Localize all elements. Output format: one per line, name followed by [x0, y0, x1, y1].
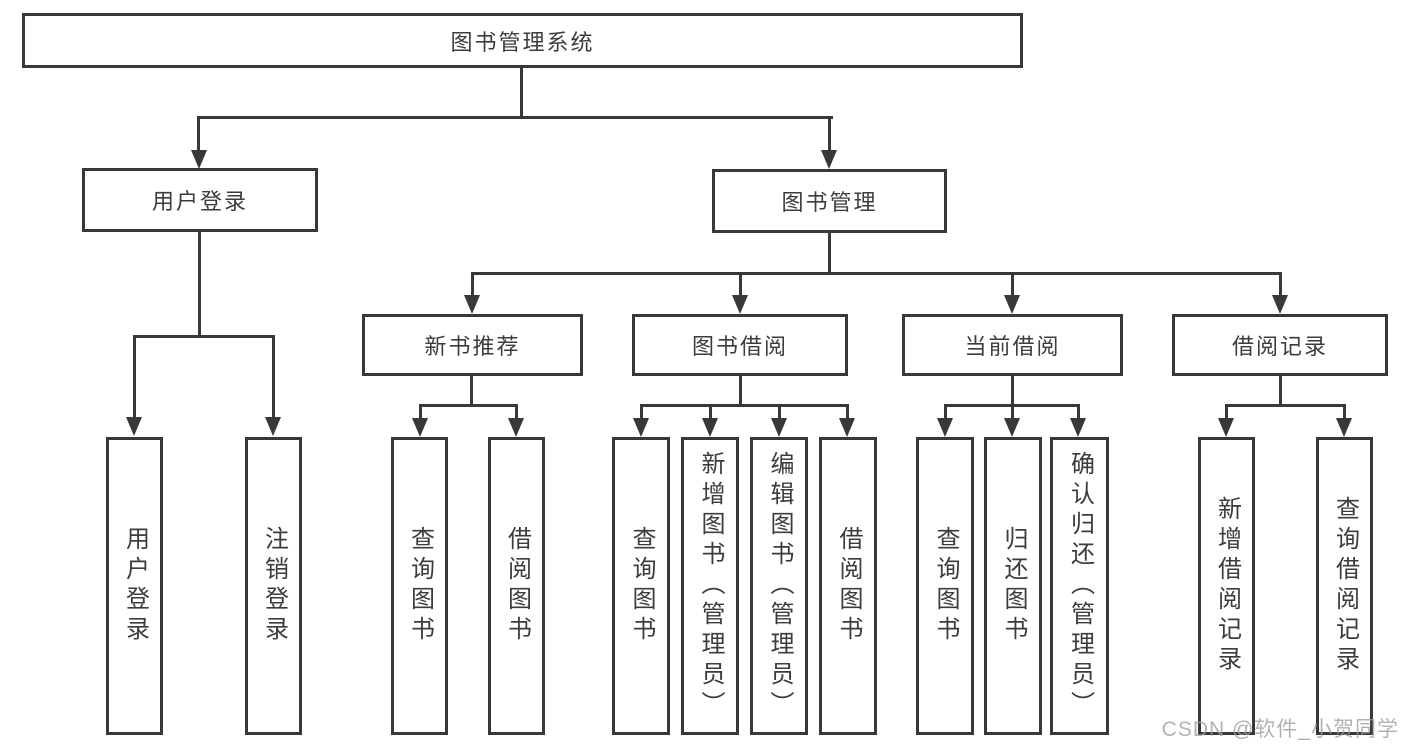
node-book-management: 图书管理: [712, 169, 947, 233]
arrow-down-icon: [1004, 295, 1020, 314]
node-book-management-label: 图书管理: [781, 190, 878, 215]
leaf-query-books-borrow-label: 查询图书: [628, 526, 655, 646]
arrow-down-icon: [1218, 418, 1234, 437]
arrow-down-icon: [1070, 418, 1086, 437]
connector-level3-hline: [471, 272, 1281, 275]
node-current-borrow: 当前借阅: [902, 314, 1123, 376]
connector-drop-leaf: [133, 335, 136, 418]
leaf-query-books-recommend-label: 查询图书: [406, 526, 434, 646]
arrow-down-icon: [191, 150, 207, 169]
connector-drop-leaf: [846, 404, 849, 419]
csdn-watermark: CSDN @软件_小贺同学: [1161, 718, 1399, 741]
arrow-down-icon: [702, 418, 718, 437]
connector-level2-hline: [197, 116, 833, 119]
connector-stub: [1279, 376, 1282, 406]
leaf-borrow-books-recommend: 借阅图书: [488, 437, 545, 735]
leaf-query-borrow-record: 查询借阅记录: [1316, 437, 1373, 735]
arrow-down-icon: [412, 418, 428, 437]
connector-drop-leaf: [419, 404, 422, 419]
connector-book-management-stub: [828, 233, 831, 275]
leaf-query-books-recommend: 查询图书: [391, 437, 448, 735]
leaf-edit-books-admin: 编辑图书（管理员）: [750, 437, 808, 735]
connector-user-login-stub: [198, 232, 201, 337]
leaf-confirm-return-admin-label: 确认归还（管理员）: [1066, 451, 1094, 721]
node-new-book-recommend: 新书推荐: [362, 314, 583, 376]
connector-drop-leaf: [1011, 404, 1014, 419]
arrow-down-icon: [771, 418, 787, 437]
node-new-book-recommend-label: 新书推荐: [424, 334, 521, 359]
connector-drop-leaf: [778, 404, 781, 419]
leaf-user-login: 用户登录: [106, 437, 163, 735]
arrow-down-icon: [732, 295, 748, 314]
connector-drop-new-book: [471, 272, 474, 296]
leaf-add-borrow-record: 新增借阅记录: [1198, 437, 1255, 735]
connector-drop-borrow-records: [1279, 272, 1282, 296]
connector-stub: [1011, 376, 1014, 406]
connector-hline: [1225, 404, 1345, 407]
connector-drop-leaf: [709, 404, 712, 419]
leaf-user-login-label: 用户登录: [121, 526, 149, 646]
arrow-down-icon: [633, 418, 649, 437]
connector-drop-leaf: [944, 404, 947, 419]
connector-drop-user-login: [197, 116, 200, 152]
connector-drop-leaf: [640, 404, 643, 419]
leaf-query-books-borrow: 查询图书: [612, 437, 670, 735]
node-library-management-system: 图书管理系统: [22, 13, 1023, 68]
node-user-login: 用户登录: [82, 168, 318, 232]
arrow-down-icon: [1272, 295, 1288, 314]
connector-drop-book-management: [828, 116, 831, 152]
connector-drop-leaf: [272, 335, 275, 418]
arrow-down-icon: [1336, 418, 1352, 437]
leaf-edit-books-admin-label: 编辑图书（管理员）: [766, 451, 793, 721]
node-book-borrow-label: 图书借阅: [691, 334, 788, 359]
node-user-login-label: 用户登录: [151, 189, 248, 214]
node-borrow-records: 借阅记录: [1172, 314, 1388, 376]
connector-drop-leaf: [1225, 404, 1228, 419]
leaf-query-books-current-label: 查询图书: [932, 526, 959, 646]
arrow-down-icon: [1004, 418, 1020, 437]
arrow-down-icon: [821, 150, 837, 169]
arrow-down-icon: [508, 418, 524, 437]
connector-root-stub: [520, 68, 523, 118]
arrow-down-icon: [839, 418, 855, 437]
node-book-borrow: 图书借阅: [632, 314, 848, 376]
arrow-down-icon: [464, 295, 480, 314]
connector-user-login-hline: [133, 335, 275, 338]
connector-drop-leaf: [515, 404, 518, 419]
connector-drop-current-borrow: [1011, 272, 1014, 296]
leaf-query-books-current: 查询图书: [916, 437, 974, 735]
connector-drop-book-borrow: [739, 272, 742, 296]
leaf-return-books: 归还图书: [984, 437, 1042, 735]
node-current-borrow-label: 当前借阅: [964, 334, 1061, 359]
leaf-confirm-return-admin: 确认归还（管理员）: [1050, 437, 1109, 735]
arrow-down-icon: [937, 418, 953, 437]
leaf-add-books-admin: 新增图书（管理员）: [681, 437, 739, 735]
node-library-management-system-label: 图书管理系统: [450, 29, 595, 55]
leaf-borrow-books: 借阅图书: [819, 437, 877, 735]
connector-hline: [640, 404, 848, 407]
arrow-down-icon: [126, 417, 142, 436]
leaf-borrow-books-label: 借阅图书: [835, 526, 862, 646]
node-borrow-records-label: 借阅记录: [1231, 334, 1328, 359]
leaf-query-borrow-record-label: 查询借阅记录: [1331, 496, 1359, 676]
leaf-add-books-admin-label: 新增图书（管理员）: [697, 451, 724, 721]
connector-stub: [739, 376, 742, 406]
connector-drop-leaf: [1343, 404, 1346, 419]
connector-stub: [470, 376, 473, 406]
leaf-logout: 注销登录: [245, 437, 302, 735]
connector-drop-leaf: [1077, 404, 1080, 419]
leaf-return-books-label: 归还图书: [1000, 526, 1027, 646]
leaf-borrow-books-recommend-label: 借阅图书: [503, 526, 531, 646]
arrow-down-icon: [265, 417, 281, 436]
connector-hline: [419, 404, 518, 407]
leaf-add-borrow-record-label: 新增借阅记录: [1213, 496, 1241, 676]
leaf-logout-label: 注销登录: [260, 526, 288, 646]
